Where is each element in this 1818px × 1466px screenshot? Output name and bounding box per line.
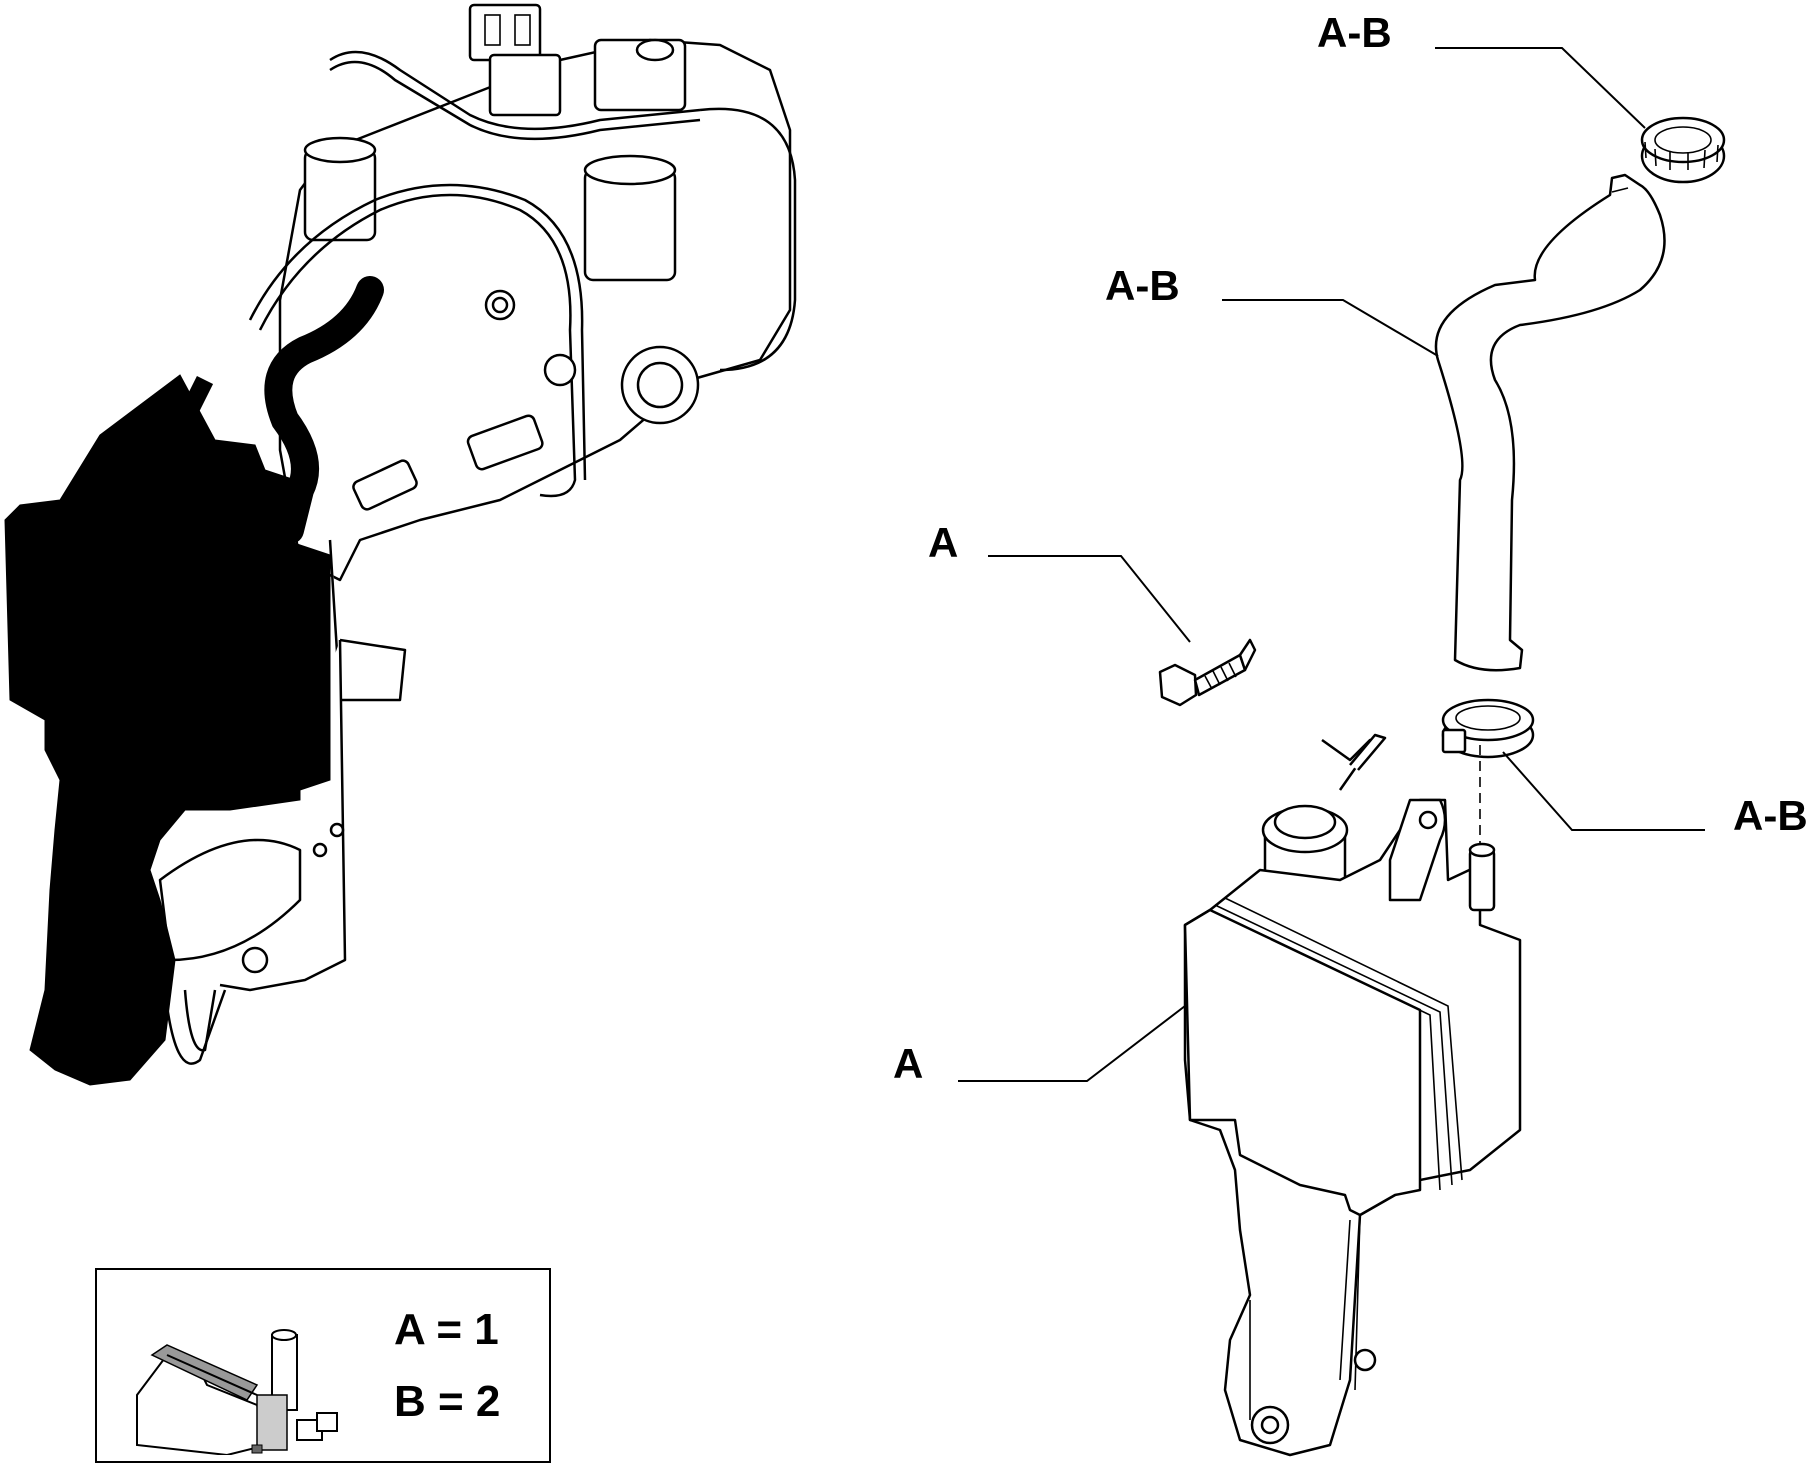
legend-line-b: B = 2 bbox=[394, 1377, 501, 1426]
legend-thumbnail-icon bbox=[136, 1329, 338, 1455]
callout-reservoir: A bbox=[893, 1040, 924, 1087]
reservoir bbox=[1183, 733, 1522, 1457]
pump-valve-assembly bbox=[4, 3, 797, 1086]
callout-hose-clamp-bottom: A-B bbox=[1733, 792, 1808, 839]
hose-clamp-top bbox=[1640, 116, 1726, 184]
bolt bbox=[1158, 638, 1257, 707]
callout-hose-clamp-top: A-B bbox=[1317, 9, 1392, 56]
leader-lines bbox=[958, 47, 1705, 1082]
legend-line-a: A = 1 bbox=[394, 1305, 499, 1354]
callout-bolt: A bbox=[928, 519, 959, 566]
legend-box: A = 1 B = 2 bbox=[95, 1268, 551, 1463]
callout-hose: A-B bbox=[1105, 262, 1180, 309]
hose bbox=[1434, 173, 1666, 672]
